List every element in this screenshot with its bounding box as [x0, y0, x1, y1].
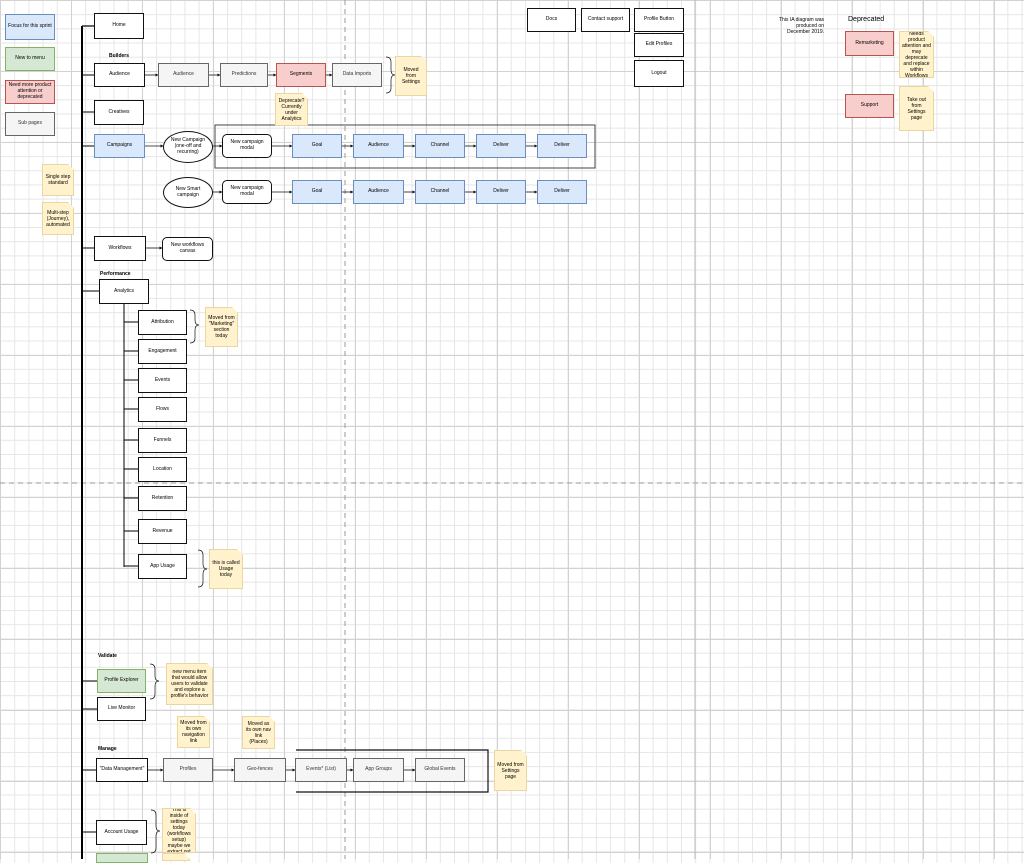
data-imports-node: Data Imports [332, 63, 382, 87]
segments-node: Segments [276, 63, 326, 87]
analytics-flows[interactable]: Flows [138, 397, 187, 422]
analytics-app-usage[interactable]: App Usage [138, 554, 187, 579]
campaign-step-deliver-2: Deliver [537, 134, 587, 158]
smart-step-deliver-2: Deliver [537, 180, 587, 204]
legend-sub-pages: Sub pages [5, 112, 55, 136]
note-single-step: Single step standard [42, 164, 74, 196]
smart-modal-node: New campaign modal [222, 180, 272, 204]
campaign-modal-node: New campaign modal [222, 134, 272, 158]
analytics-revenue[interactable]: Revenue [138, 519, 187, 544]
nav-live-monitor[interactable]: Live Monitor [97, 697, 146, 721]
contact-support-button[interactable]: Contact support [581, 8, 630, 32]
nav-campaigns[interactable]: Campaigns [94, 134, 145, 158]
legend-needs-attention: Need more product attention or deprecate… [5, 80, 55, 104]
logout-button[interactable]: Logout [634, 60, 684, 87]
nav-home[interactable]: Home [94, 13, 144, 39]
smart-step-goal: Goal [292, 180, 342, 204]
manage-profiles: Profiles [163, 758, 213, 782]
analytics-events[interactable]: Events [138, 368, 187, 393]
smart-step-deliver: Deliver [476, 180, 526, 204]
deprecated-heading: Deprecated [848, 16, 885, 23]
analytics-location[interactable]: Location [138, 457, 187, 482]
nav-creatives[interactable]: Creatives [94, 100, 144, 125]
note-attribution-moved: Moved from "Marketing" section today [205, 307, 238, 347]
profile-button[interactable]: Profile Button [634, 8, 684, 32]
campaign-step-audience: Audience [353, 134, 404, 158]
support-node: Support [845, 94, 894, 118]
legend-new-menu: New to menu [5, 47, 55, 71]
audience-sub-node: Audience [158, 63, 209, 87]
remarketing-note: Needs product attention and may deprecat… [899, 31, 934, 78]
legend-focus: Focus for this sprint [5, 14, 55, 40]
new-smart-campaign-node: New Smart campaign [163, 177, 213, 208]
analytics-funnels[interactable]: Funnels [138, 428, 187, 453]
edit-profiles-button[interactable]: Edit Profiles [634, 33, 684, 57]
manage-global-events: Global Events [415, 758, 465, 782]
nav-next-item-partial[interactable] [96, 853, 148, 863]
manage-app-groups: App Groups [353, 758, 404, 782]
smart-step-channel: Channel [415, 180, 465, 204]
new-campaign-node: New Campaign (one-off and recurring) [163, 131, 213, 163]
manage-geofences: Geo-fences [234, 758, 286, 782]
docs-button[interactable]: Docs [527, 8, 576, 32]
note-deprecate-segments: Deprecate? Currently under Analytics [275, 93, 308, 126]
section-builders: Builders [109, 53, 130, 59]
campaign-step-goal: Goal [292, 134, 342, 158]
support-note: Take out from Settings page [899, 86, 934, 131]
note-app-usage: this is called Usage today [209, 549, 243, 589]
note-manage-settings: Moved from Settings page [494, 750, 527, 791]
manage-events-list: Events* (List) [295, 758, 347, 782]
analytics-attribution[interactable]: Attribution [138, 310, 187, 335]
note-validate: new menu item that would allow users to … [166, 663, 213, 705]
section-performance: Performance [100, 271, 131, 277]
nav-profile-explorer[interactable]: Profile Explorer [97, 669, 146, 693]
note-account-usage: This is inside of settings today (workfl… [162, 808, 196, 853]
nav-audience[interactable]: Audience [94, 63, 145, 87]
note-profiles-moved: Moved from its own navigation link [177, 716, 210, 748]
nav-account-usage[interactable]: Account Usage [96, 820, 147, 845]
campaign-step-channel: Channel [415, 134, 465, 158]
section-validate: Validate [98, 653, 117, 659]
predictions-node: Predictions [220, 63, 268, 87]
remarketing-node: Remarketing [845, 31, 894, 56]
note-moved-from-settings: Moved from Settings [395, 56, 427, 96]
note-geofences-moved: Moved as its own nav link (Places) [242, 716, 275, 749]
analytics-retention[interactable]: Retention [138, 486, 187, 511]
nav-data-management[interactable]: "Data Management" [96, 758, 148, 782]
nav-workflows[interactable]: Workflows [94, 236, 146, 261]
note-multi-step: Multi-step (Journey), automated [42, 202, 74, 235]
produced-note: This IA diagram was produced on December… [778, 17, 824, 35]
campaign-step-deliver: Deliver [476, 134, 526, 158]
section-manage: Manage [98, 746, 117, 752]
analytics-engagement[interactable]: Engagement [138, 339, 187, 364]
nav-analytics[interactable]: Analytics [99, 279, 149, 304]
workflows-canvas-node: New workflows canvas [162, 237, 213, 261]
smart-step-audience: Audience [353, 180, 404, 204]
